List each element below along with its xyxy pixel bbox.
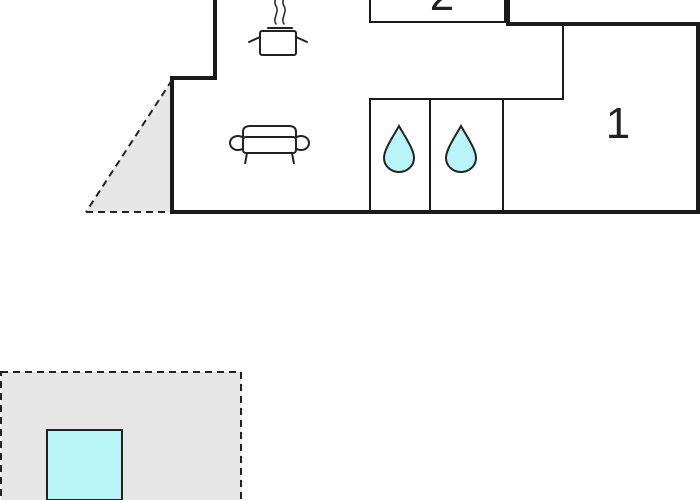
outer-wall <box>170 0 700 214</box>
pool-icon <box>46 429 123 500</box>
water-drop-icon <box>444 123 478 174</box>
bedroom-2-wall <box>369 0 506 23</box>
cooking-pot-icon <box>248 0 308 56</box>
room-label-1: 1 <box>606 99 630 148</box>
room-label-2: 2 <box>430 0 454 20</box>
terrace-left-dashed-edge <box>85 79 173 213</box>
interior-wall-bedroom-1 <box>369 24 564 212</box>
sofa-icon <box>229 125 310 165</box>
water-drop-icon <box>382 123 416 174</box>
